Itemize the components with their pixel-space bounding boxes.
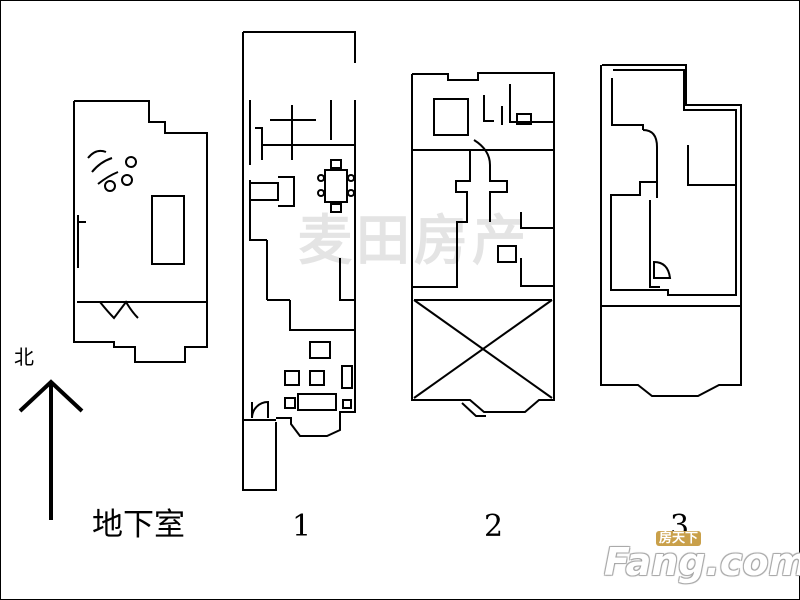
floor-label-2: 2 [484,509,504,544]
floor-label-1: 1 [292,509,312,544]
floor-plan-2 [411,72,555,417]
north-label: 北 [14,345,34,369]
brand-fang-com-logo: Fang.com [604,540,800,584]
brand-fangtianxia-cn: 房天下 [656,531,702,546]
floor-label-basement: 地下室 [92,507,185,543]
floor-plan-1 [242,31,356,491]
floor-plan-basement [73,100,208,363]
north-arrow-icon [18,379,84,520]
floor-plan-3 [600,64,742,397]
